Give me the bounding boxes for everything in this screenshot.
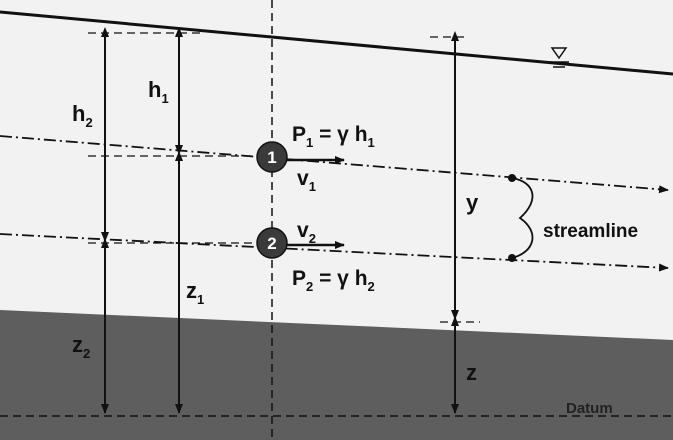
h1-label: h1 — [148, 77, 169, 106]
z1-label: z1 — [186, 278, 204, 307]
z-label: z — [466, 360, 477, 385]
point-1-label: 1 — [267, 148, 276, 167]
datum-label: Datum — [566, 400, 613, 417]
point-2-marker: 2 — [256, 227, 288, 259]
streamline-bracket — [511, 177, 534, 259]
velocity-label-1: v1 — [297, 167, 316, 194]
z2-label: z2 — [72, 332, 90, 361]
point-2-label: 2 — [267, 234, 276, 253]
pressure-eq-1: P1 = γ h1 — [292, 123, 375, 150]
y-label: y — [466, 190, 479, 215]
water-surface-line — [0, 10, 673, 76]
streamline-label: streamline — [543, 221, 638, 242]
streamline-2 — [0, 233, 669, 272]
pressure-eq-2: P2 = γ h2 — [292, 267, 375, 294]
streamline-1 — [0, 135, 669, 194]
velocity-label-2: v2 — [297, 219, 316, 246]
point-1-marker: 1 — [256, 141, 288, 173]
channel-bed — [0, 310, 673, 440]
h2-label: h2 — [72, 101, 93, 130]
water-surface-symbol — [549, 47, 569, 68]
